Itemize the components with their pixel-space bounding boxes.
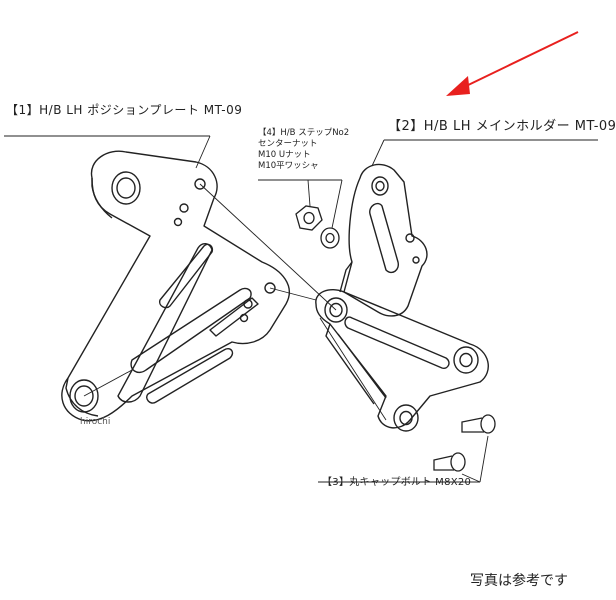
leader-lines bbox=[4, 135, 598, 483]
cap-bolts bbox=[433, 414, 496, 472]
main-holder bbox=[315, 163, 489, 432]
exploded-parts-diagram bbox=[4, 31, 598, 483]
part4-label: 【4】H/B ステップNo2 センターナット M10 Uナット M10平ワッシャ bbox=[258, 128, 350, 171]
nut-and-washer bbox=[295, 205, 340, 249]
footer-note: 写真は参考です bbox=[470, 573, 568, 589]
part1-label: 【1】H/B LH ポジションプレート MT-09 bbox=[6, 103, 243, 117]
red-arrow-icon bbox=[446, 31, 579, 96]
position-plate bbox=[61, 150, 290, 422]
part3-label: 【3】丸キャップボルト M8X20 bbox=[322, 477, 472, 488]
watermark: hirochi bbox=[80, 417, 111, 427]
part2-label: 【2】H/B LH メインホルダー MT-09 bbox=[388, 119, 616, 134]
